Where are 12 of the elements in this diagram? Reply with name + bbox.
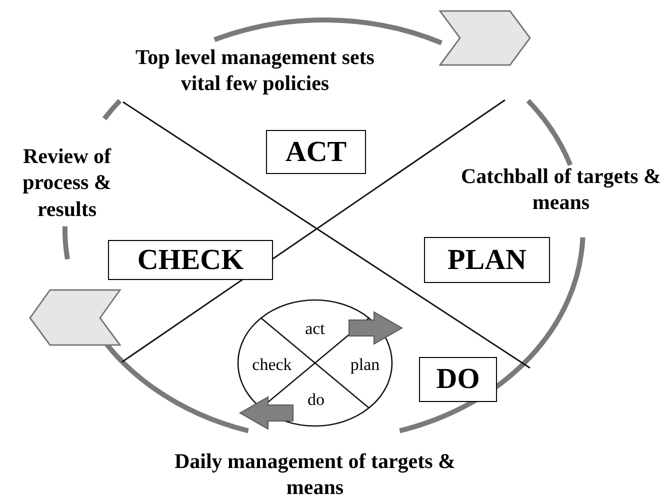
phase-label: act: [304, 318, 326, 340]
phase-label: check: [251, 354, 293, 376]
caption-text: Catchball of targets & means: [460, 163, 662, 216]
phase-box: PLAN: [424, 237, 550, 283]
phase-box: CHECK: [108, 240, 273, 280]
caption-text: Daily management of targets & means: [173, 448, 457, 499]
phase-label: do: [306, 389, 326, 410]
phase-box: ACT: [266, 130, 366, 174]
phase-box: DO: [419, 357, 497, 402]
caption-text: Top level management sets vital few policies: [134, 44, 376, 96]
phase-label: plan: [349, 354, 381, 376]
caption-text: Review of process & results: [22, 143, 112, 222]
